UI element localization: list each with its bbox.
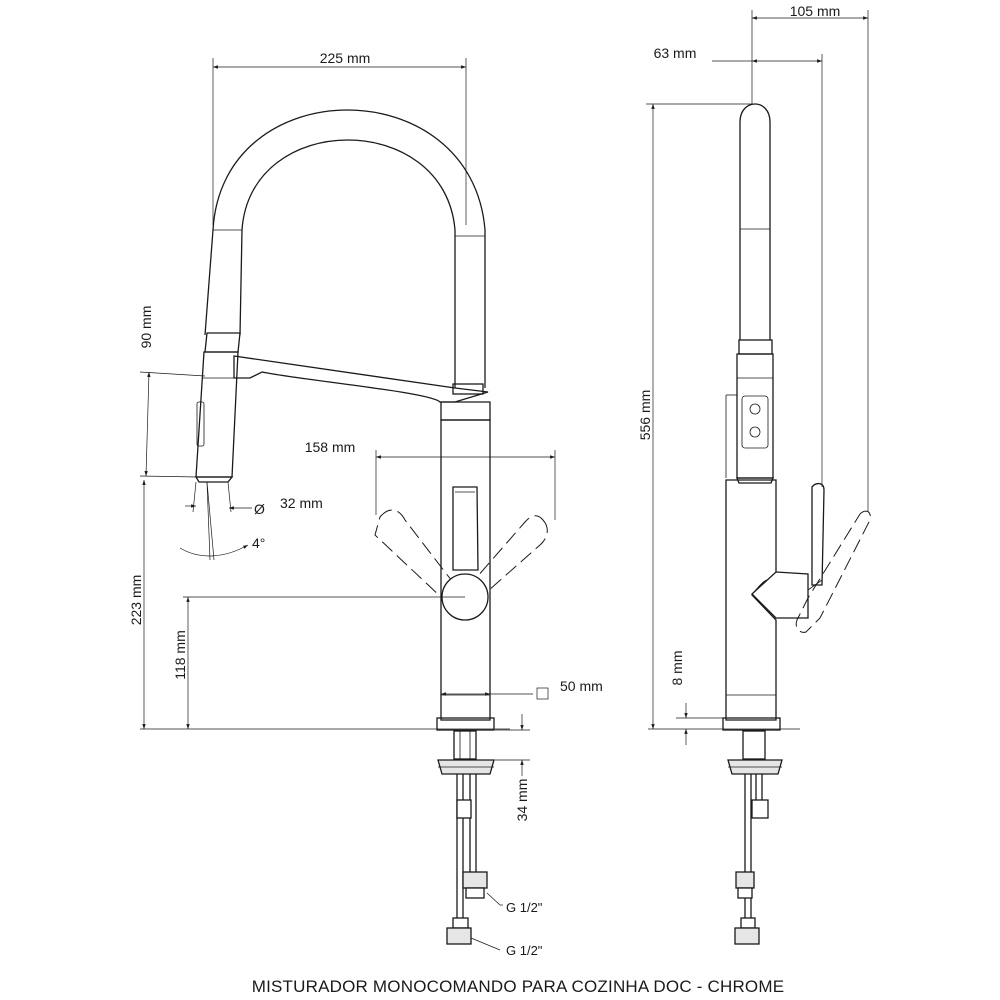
connection-label-2: G 1/2"	[506, 943, 543, 958]
dim-base-height: 8 mm	[669, 651, 685, 686]
side-supply-hoses	[734, 774, 769, 945]
diameter-symbol: Ø	[254, 501, 265, 517]
base-flange	[436, 717, 495, 731]
spout-arm	[233, 355, 489, 403]
supply-hoses	[446, 774, 488, 945]
dim-base: 50 mm	[560, 678, 603, 694]
dim-outlet-diameter: 32 mm	[280, 495, 323, 511]
dim-handle-spread: 158 mm	[305, 439, 356, 455]
dim-width-front: 225 mm	[320, 50, 371, 66]
connection-label-1: G 1/2"	[506, 900, 543, 915]
dim-height-to-lever: 223 mm	[128, 575, 144, 626]
side-spout	[739, 103, 771, 340]
dim-angle: 4°	[252, 535, 265, 551]
side-lever	[751, 571, 809, 619]
faucet-body	[440, 401, 491, 421]
side-view: 105 mm 63 mm 556 mm 8 mm	[637, 3, 871, 945]
front-view: 225 mm 90 mm 158 mm Ø 32 mm 4° 223 mm 11…	[128, 50, 603, 958]
dim-total-height: 556 mm	[637, 390, 653, 441]
spray-head	[204, 332, 241, 353]
dim-spray-head: 90 mm	[138, 306, 154, 349]
dim-total-depth: 105 mm	[790, 3, 841, 19]
dim-height-to-pivot: 118 mm	[172, 630, 188, 680]
dim-reach: 63 mm	[654, 45, 697, 61]
lever-handle	[452, 486, 479, 571]
drawing-caption: MISTURADOR MONOCOMANDO PARA COZINHA DOC …	[252, 977, 785, 996]
spout-arch	[204, 109, 486, 388]
dim-thread-length: 34 mm	[514, 779, 530, 822]
